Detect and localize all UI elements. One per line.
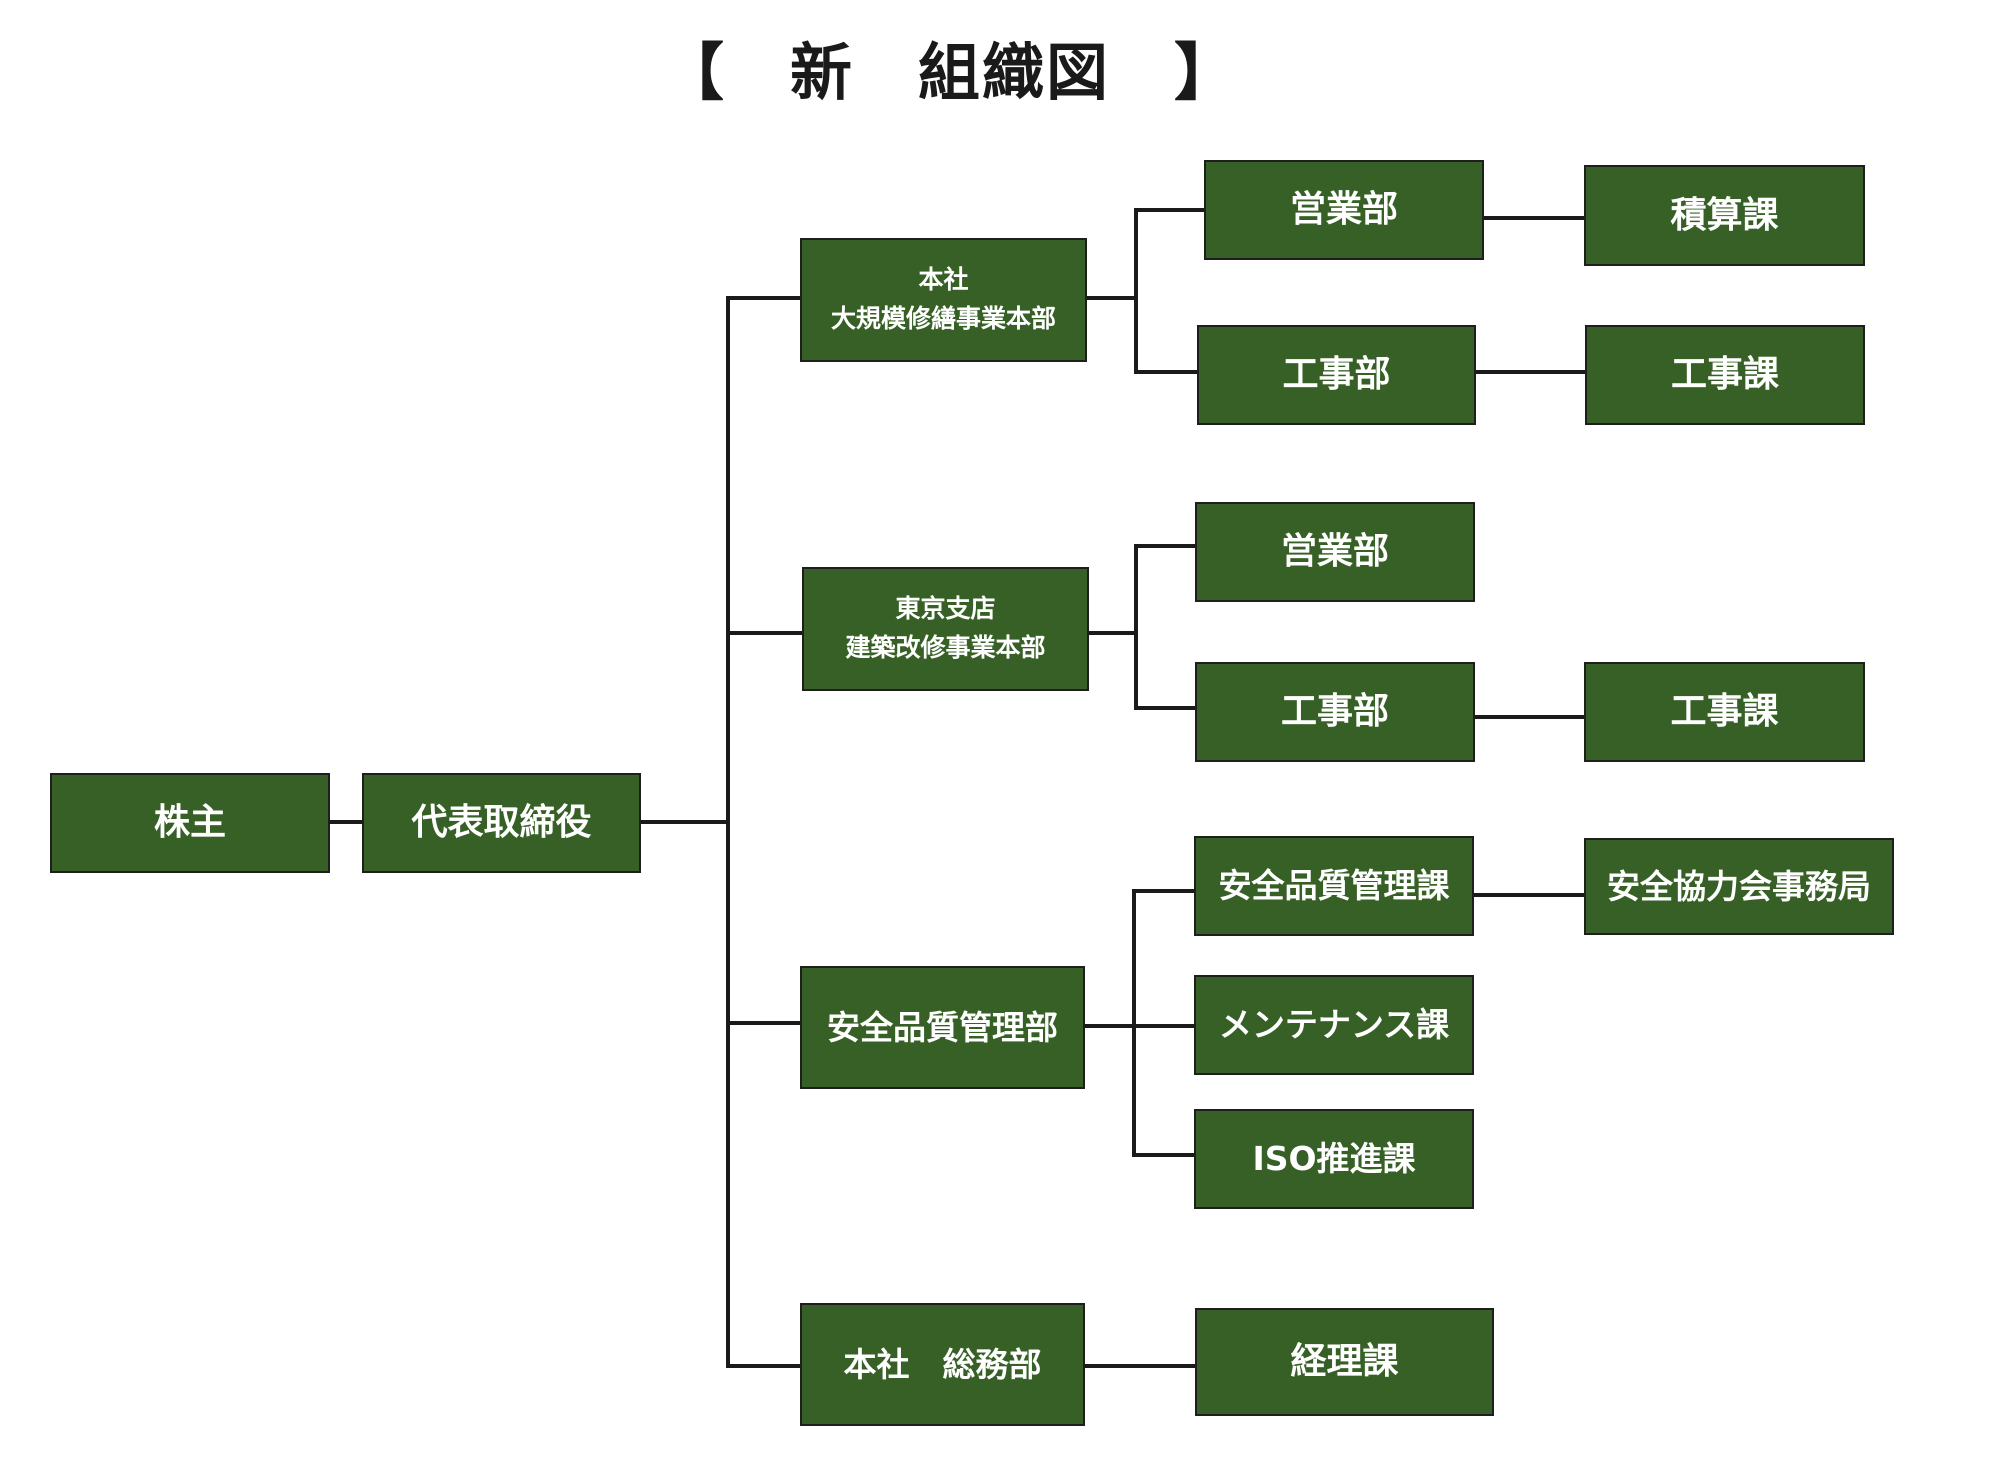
tokyo-split <box>1087 544 1197 710</box>
node-label: 営業部 <box>1280 531 1389 573</box>
node-hq-construction-section: 工事課 <box>1585 325 1865 425</box>
node-label: 安全品質管理部 <box>827 1007 1058 1047</box>
node-label: メンテナンス課 <box>1218 1005 1450 1045</box>
node-shareholders: 株主 <box>50 773 330 873</box>
node-representative-director: 代表取締役 <box>362 773 641 873</box>
node-iso-section: ISO推進課 <box>1194 1109 1474 1209</box>
node-label: 積算課 <box>1670 194 1779 236</box>
node-label: 株主 <box>153 802 226 844</box>
node-hq-estimation: 積算課 <box>1584 165 1865 266</box>
node-hq-sales: 営業部 <box>1204 160 1484 260</box>
node-hq-construction: 工事部 <box>1197 325 1476 425</box>
chart-title: 【 新 組織図 】 <box>661 36 1238 109</box>
node-label: 工事部 <box>1282 354 1391 396</box>
node-safety-quality-section: 安全品質管理課 <box>1194 836 1474 936</box>
node-general-affairs: 本社 総務部 <box>800 1303 1085 1426</box>
node-tokyo-construction-section: 工事課 <box>1584 662 1865 762</box>
node-label-line1: 本社 <box>918 265 969 295</box>
node-label: 代表取締役 <box>411 802 592 844</box>
node-safety-cooperation-office: 安全協力会事務局 <box>1584 838 1894 935</box>
node-label: 安全協力会事務局 <box>1607 866 1871 906</box>
node-accounting-section: 経理課 <box>1195 1308 1494 1416</box>
node-label: 工事課 <box>1670 691 1779 733</box>
node-label-line2: 建築改修事業本部 <box>845 633 1046 662</box>
node-label: ISO推進課 <box>1252 1139 1416 1179</box>
node-maintenance-section: メンテナンス課 <box>1194 975 1474 1075</box>
node-tokyo-branch-division: 東京支店 建築改修事業本部 <box>802 567 1089 691</box>
node-label: 工事課 <box>1670 354 1779 396</box>
hq-split <box>1085 208 1206 374</box>
node-hq-renovation-division: 本社 大規模修繕事業本部 <box>800 238 1087 362</box>
node-safety-quality-dept: 安全品質管理部 <box>800 966 1085 1089</box>
node-label: 本社 総務部 <box>843 1344 1042 1384</box>
node-label: 工事部 <box>1280 691 1389 733</box>
node-label: 経理課 <box>1290 1341 1399 1383</box>
node-tokyo-construction: 工事部 <box>1195 662 1475 762</box>
node-label: 安全品質管理課 <box>1218 866 1450 906</box>
node-tokyo-sales: 営業部 <box>1195 502 1475 602</box>
node-label-line2: 大規模修繕事業本部 <box>830 304 1056 333</box>
node-label: 営業部 <box>1289 189 1398 231</box>
node-label-line1: 東京支店 <box>895 594 996 624</box>
safety-split <box>1083 889 1196 1157</box>
